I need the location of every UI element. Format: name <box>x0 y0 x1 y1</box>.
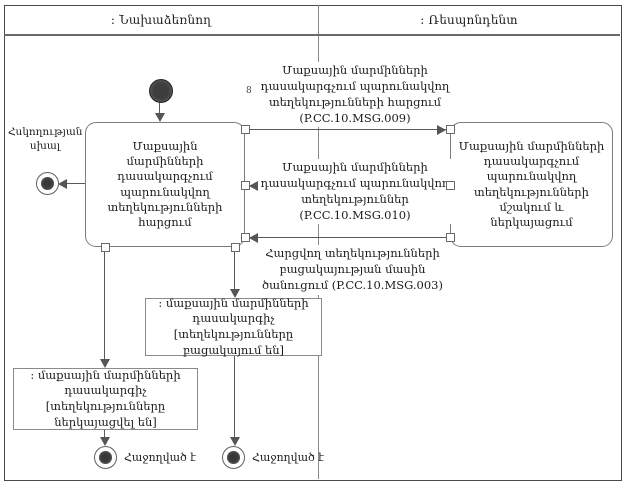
control-error-label: Հսկողության սխալ <box>8 126 83 152</box>
final-node-succeeded-left-core <box>99 451 112 464</box>
flow-absent-final-arrowhead-icon <box>230 437 240 446</box>
msg1-footnote-marker: 8 <box>246 86 252 96</box>
flow-presented-final-line <box>104 430 105 439</box>
object-node-classifier-absent: : մաքսային մարմինների դասակարգիչ [տեղեկո… <box>145 295 322 357</box>
flow-control-error-line <box>64 183 85 184</box>
flow-msg3-line <box>249 237 446 238</box>
lane-header-initiator: : Նախաձեռնող <box>110 13 212 27</box>
message-label-msg1: Մաքսային մարմինների դասակարգչում պարունա… <box>258 62 452 128</box>
flow-presented-final-arrowhead-icon <box>100 437 110 446</box>
final-node-succeeded-right-label: Հաջողված է <box>252 451 324 464</box>
flow-presented-line <box>104 250 105 361</box>
pin-request-in-msg2 <box>241 181 250 190</box>
flow-presented-arrowhead-icon <box>100 359 110 368</box>
final-node-succeeded-right-core <box>227 451 240 464</box>
pin-request-out-msg1 <box>241 125 250 134</box>
pin-process-out-msg3 <box>446 233 455 242</box>
lane-divider <box>318 5 319 479</box>
flow-initial-line <box>159 101 160 115</box>
flow-msg3-arrowhead-icon <box>249 233 258 243</box>
message-label-msg2: Մաքսային մարմինների դասակարգչում պարունա… <box>258 159 452 225</box>
object-node-classifier-presented-label: : մաքսային մարմինների դասակարգիչ [տեղեկո… <box>30 367 181 429</box>
flow-initial-arrowhead-icon <box>155 113 165 122</box>
pin-request-in-msg3 <box>241 233 250 242</box>
final-node-succeeded-right <box>222 446 245 469</box>
final-node-succeeded-left <box>94 446 117 469</box>
pin-process-in-msg1 <box>446 125 455 134</box>
final-node-control-error <box>36 172 59 195</box>
pin-request-out-presented <box>101 243 110 252</box>
flow-control-error-arrowhead-icon <box>58 179 67 189</box>
activity-process-info: Մաքսային մարմինների դասակարգչում պարունա… <box>450 122 613 247</box>
object-node-classifier-absent-label: : մաքսային մարմինների դասակարգիչ [տեղեկո… <box>158 295 309 357</box>
final-node-succeeded-left-label: Հաջողված է <box>124 451 196 464</box>
initial-node <box>149 79 173 103</box>
pin-request-out-absent <box>231 243 240 252</box>
activity-process-info-label: Մաքսային մարմինների դասակարգչում պարունա… <box>458 138 605 229</box>
lane-header-respondent: : Ռեսպոնդենտ <box>420 13 518 27</box>
final-node-control-error-core <box>41 177 54 190</box>
flow-absent-line <box>234 250 235 291</box>
flow-absent-final-line <box>234 356 235 439</box>
flow-msg1-arrowhead-icon <box>437 125 446 135</box>
flow-msg1-line <box>249 129 446 130</box>
flow-msg2-arrowhead-icon <box>249 181 258 191</box>
activity-request-info: Մաքսային մարմինների դասակարգչում պարունա… <box>85 122 245 247</box>
object-node-classifier-presented: : մաքսային մարմինների դասակարգիչ [տեղեկո… <box>13 368 198 430</box>
lane-header-separator <box>4 34 620 36</box>
message-label-msg3: Հարցվող տեղեկությունների բացակայության մ… <box>253 245 452 295</box>
flow-absent-arrowhead-icon <box>230 289 240 298</box>
pin-process-out-msg2 <box>446 181 455 190</box>
activity-request-info-label: Մաքսային մարմինների դասակարգչում պարունա… <box>107 138 223 229</box>
